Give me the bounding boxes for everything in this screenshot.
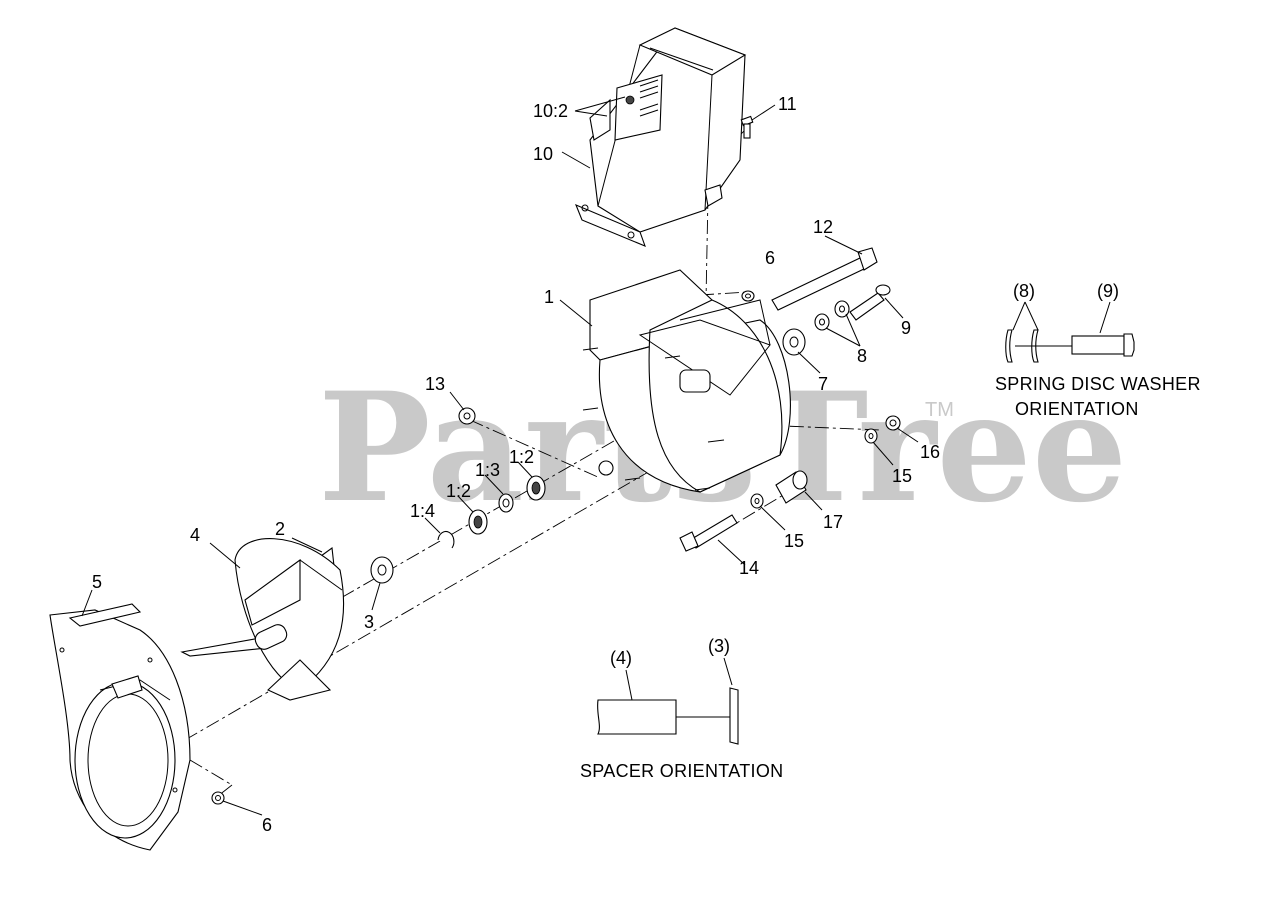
part-16-nut bbox=[885, 415, 901, 431]
callout-1-4: 1:4 bbox=[410, 501, 435, 521]
inset-washer-label-9: (9) bbox=[1097, 281, 1119, 301]
callout-5: 5 bbox=[92, 572, 102, 592]
inset-spacer-orientation: (4) (3) SPACER ORIENTATION bbox=[580, 636, 783, 781]
part-9-bolt bbox=[849, 284, 891, 321]
part-6-bottom-nut bbox=[211, 791, 225, 805]
callout-2: 2 bbox=[275, 519, 285, 539]
part-17-spacer bbox=[775, 470, 808, 504]
callout-9: 9 bbox=[901, 318, 911, 338]
watermark-tm: TM bbox=[925, 399, 954, 421]
callout-15-bottom: 15 bbox=[784, 531, 804, 551]
callout-3: 3 bbox=[364, 612, 374, 632]
leader-lines bbox=[81, 96, 919, 816]
callout-10-2: 10:2 bbox=[533, 101, 568, 121]
callout-16: 16 bbox=[920, 442, 940, 462]
inset-spacer-label-3: (3) bbox=[708, 636, 730, 656]
inset-spacer-label-4: (4) bbox=[610, 648, 632, 668]
callout-6-bottom: 6 bbox=[262, 815, 272, 835]
callout-1-3: 1:3 bbox=[475, 460, 500, 480]
bearing-assembly bbox=[437, 475, 546, 549]
part-1-blower-housing bbox=[582, 269, 791, 493]
part-11-screw bbox=[740, 115, 754, 139]
callout-6-top: 6 bbox=[765, 248, 775, 268]
part-7-washer bbox=[782, 328, 806, 356]
part-3-spacer-washer bbox=[370, 556, 394, 584]
callout-15-right: 15 bbox=[892, 466, 912, 486]
callout-7: 7 bbox=[818, 374, 828, 394]
callout-1: 1 bbox=[544, 287, 554, 307]
callout-13: 13 bbox=[425, 374, 445, 394]
inset-spring-disc-washer: (8) (9) SPRING DISC WASHER ORIENTATION bbox=[995, 281, 1201, 419]
part-14-bolt bbox=[679, 514, 738, 552]
callout-12: 12 bbox=[813, 217, 833, 237]
callout-11: 11 bbox=[778, 94, 797, 114]
part-5-fan-cover bbox=[49, 603, 191, 851]
callout-1-2-left: 1:2 bbox=[446, 481, 471, 501]
callout-17: 17 bbox=[823, 512, 843, 532]
part-10-discharge-chute bbox=[575, 27, 747, 247]
callout-labels: 10:2 11 10 12 6 1 9 8 7 13 1:2 1:3 1:2 1… bbox=[92, 94, 940, 835]
callout-4: 4 bbox=[190, 525, 200, 545]
inset-washer-caption-line2: ORIENTATION bbox=[1015, 399, 1139, 419]
callout-14: 14 bbox=[739, 558, 759, 578]
part-13-nut bbox=[458, 407, 476, 425]
part-4-impeller bbox=[180, 538, 345, 701]
callout-1-2-right: 1:2 bbox=[509, 447, 534, 467]
part-8-spring-washers bbox=[814, 300, 850, 331]
part-6-top-nut bbox=[741, 290, 755, 302]
inset-spacer-caption: SPACER ORIENTATION bbox=[580, 761, 783, 781]
part-15-washers bbox=[750, 428, 878, 509]
callout-10: 10 bbox=[533, 144, 553, 164]
part-12-long-bolt bbox=[771, 247, 878, 311]
inset-washer-label-8: (8) bbox=[1013, 281, 1035, 301]
inset-washer-caption-line1: SPRING DISC WASHER bbox=[995, 374, 1201, 394]
callout-8: 8 bbox=[857, 346, 867, 366]
